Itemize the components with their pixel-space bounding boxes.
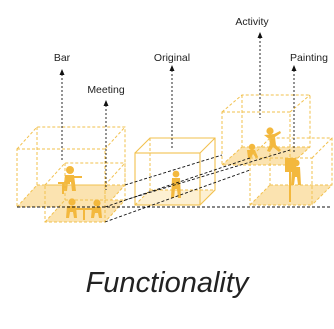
activity-people-icon	[247, 127, 281, 158]
figure-caption: Functionality	[86, 267, 250, 299]
original-person-icon	[171, 170, 181, 198]
label-activity: Activity	[235, 16, 269, 28]
label-meeting: Meeting	[87, 84, 125, 96]
label-bar: Bar	[54, 52, 71, 64]
label-original: Original	[154, 52, 190, 64]
painting-box	[249, 137, 333, 206]
leader-arrowheads	[59, 32, 297, 106]
label-painting: Painting	[290, 52, 328, 64]
connection-lines	[17, 149, 332, 223]
bar-person-icon	[58, 166, 82, 194]
original-floor	[135, 190, 215, 205]
meeting-box	[44, 162, 126, 223]
leader-lines	[61, 33, 295, 190]
meeting-people-icon	[66, 198, 102, 220]
activity-box	[221, 94, 311, 166]
painting-person-icon	[285, 158, 301, 202]
bar-box	[16, 126, 126, 208]
original-box	[134, 137, 216, 206]
